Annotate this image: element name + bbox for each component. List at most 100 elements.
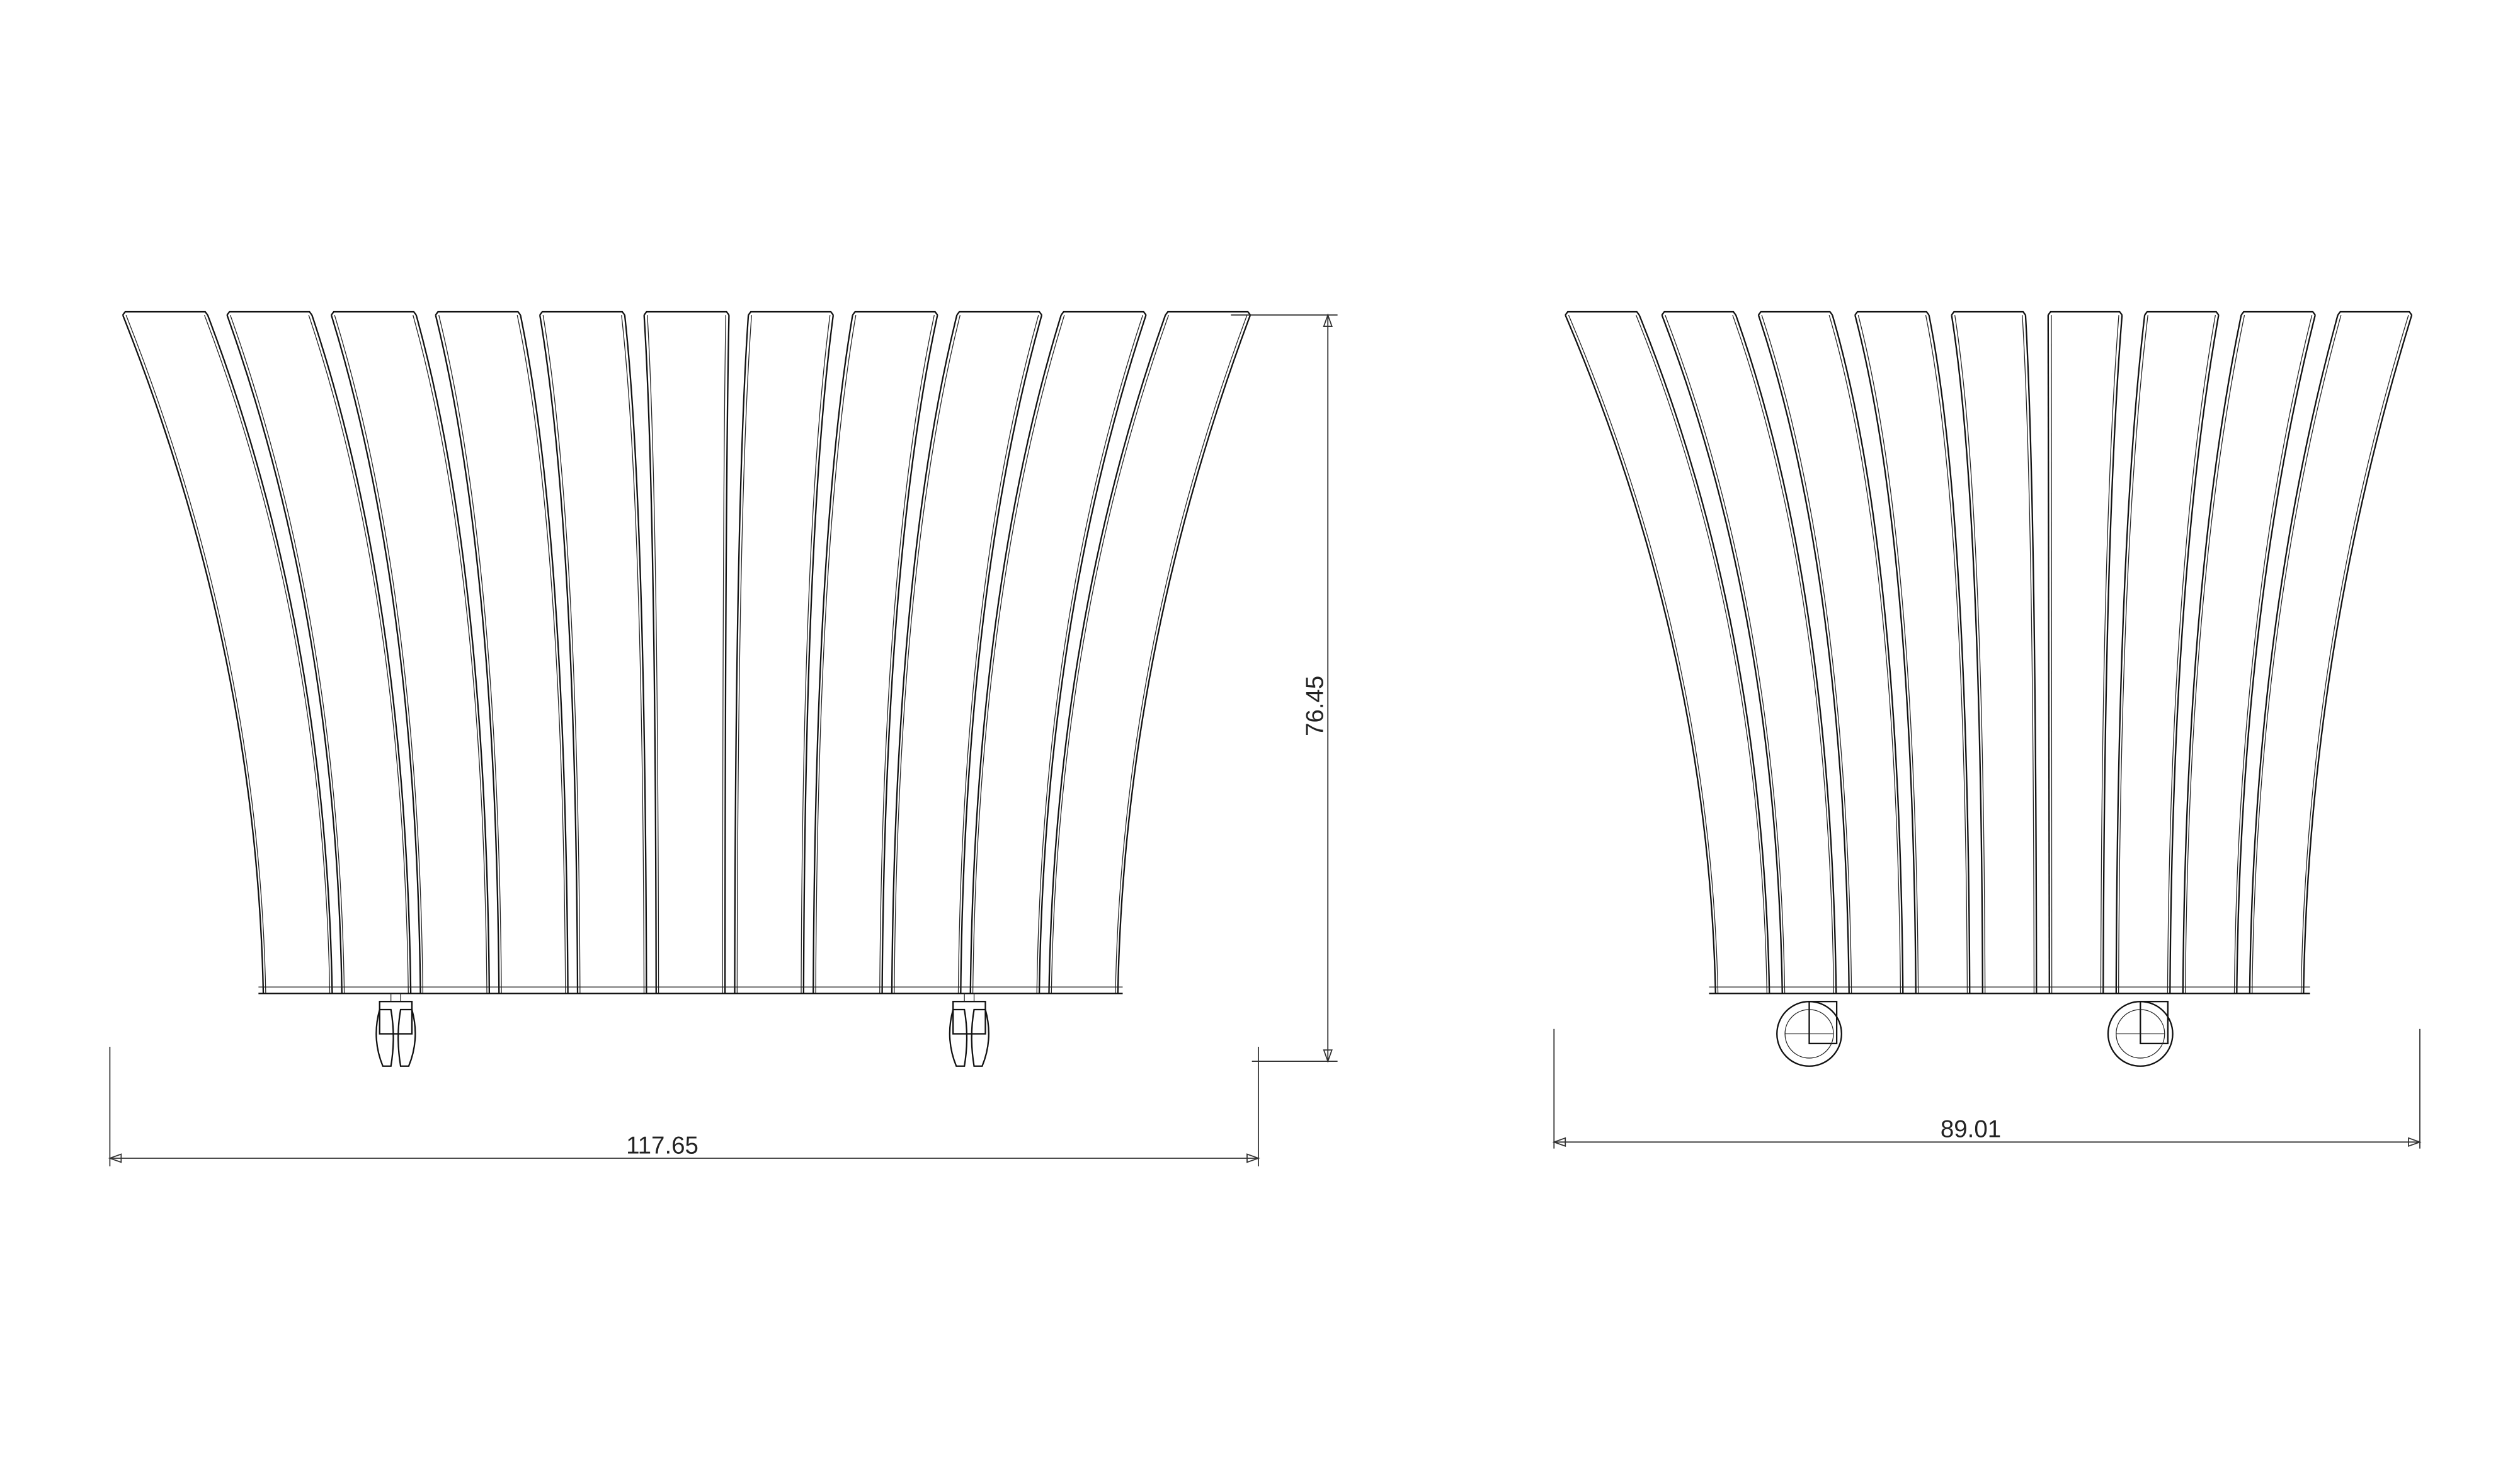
caster-mount xyxy=(1808,1001,1838,1045)
slat-right-edge xyxy=(1735,314,1837,994)
slat xyxy=(643,311,730,994)
height-label: 76.45 xyxy=(1302,676,1329,736)
caster-mount xyxy=(952,1001,986,1035)
slat xyxy=(539,311,647,994)
slat-inner-edge xyxy=(815,315,857,994)
slat-inner-edge xyxy=(2051,315,2053,994)
slat-top-cap xyxy=(956,311,1042,316)
slat-right-edge xyxy=(624,315,647,994)
slat-right-edge xyxy=(1117,314,1251,994)
slat xyxy=(1757,311,1904,994)
slat-left-edge xyxy=(1951,314,1983,994)
slat-top-cap xyxy=(331,311,417,316)
slat-left-edge xyxy=(2182,314,2242,994)
slat-top-cap xyxy=(2047,311,2123,316)
slat-inner-edge xyxy=(1635,314,1768,994)
slat-right-edge xyxy=(802,315,835,994)
slat-inner-edge xyxy=(229,314,345,994)
slat-inner-edge xyxy=(879,315,935,994)
slat xyxy=(812,311,938,994)
slat-left-edge xyxy=(330,314,421,994)
slat-inner-edge xyxy=(2022,315,2035,994)
caster-wheel xyxy=(949,1008,989,1067)
caster xyxy=(949,993,989,1067)
slat-inner-edge xyxy=(1857,315,1919,994)
slat-top-cap xyxy=(226,311,313,316)
slat-top-cap xyxy=(2144,311,2220,316)
slat-left-edge xyxy=(435,314,500,994)
slat-left-edge xyxy=(539,314,579,994)
slat-inner-edge xyxy=(801,315,831,994)
arrow-heads xyxy=(1323,313,1333,1063)
slat xyxy=(734,311,835,994)
slat-top-cap xyxy=(748,311,834,316)
slat-top-cap xyxy=(1060,311,1147,316)
slat-right-edge xyxy=(415,314,491,994)
slat xyxy=(2249,311,2413,994)
slat-left-edge xyxy=(1048,314,1166,994)
arrow-heads xyxy=(1552,1137,2422,1148)
slat-right-edge xyxy=(2102,315,2123,994)
slat-inner-edge xyxy=(736,315,752,994)
slat xyxy=(1951,311,2038,994)
slat-top-cap xyxy=(1951,311,2026,316)
caster-wheel xyxy=(2107,1001,2174,1067)
slat-top-cap xyxy=(1854,311,1930,316)
side-width-dimension: 89.01 xyxy=(1552,1028,2422,1149)
slat-left-edge xyxy=(969,314,1062,994)
slat xyxy=(891,311,1043,994)
slat-left-edge xyxy=(2047,315,2050,994)
slat-top-cap xyxy=(2337,311,2413,316)
slat-right-edge xyxy=(960,314,1043,994)
slat-right-edge xyxy=(311,314,412,994)
slat-left-edge xyxy=(891,314,958,994)
slat-top-cap xyxy=(435,311,522,316)
slat-top-cap xyxy=(539,311,625,316)
slat-inner-edge xyxy=(308,314,409,994)
slat-inner-edge xyxy=(413,314,487,994)
slat-right-edge xyxy=(207,314,333,994)
slat-inner-edge xyxy=(2233,315,2313,994)
front-view xyxy=(122,311,1251,1067)
slat-inner-edge xyxy=(1568,314,1719,994)
slat-inner-edge xyxy=(1115,314,1248,994)
slat-inner-edge xyxy=(894,315,961,994)
slat-inner-edge xyxy=(2252,314,2342,994)
slat-inner-edge xyxy=(125,314,266,994)
slat-inner-edge xyxy=(972,314,1065,994)
slat-top-cap xyxy=(1661,311,1736,316)
caster-mount xyxy=(379,1001,413,1035)
slat-top-cap xyxy=(1757,311,1833,316)
front-width-dimension: 117.65 xyxy=(108,1046,1260,1166)
slat-top-cap xyxy=(643,311,730,316)
slat-left-edge xyxy=(122,314,265,994)
slat-right-edge xyxy=(520,314,569,994)
slat-top-cap xyxy=(1165,311,1251,316)
slat-right-edge xyxy=(1038,314,1147,994)
arrow-heads xyxy=(108,1153,1260,1163)
slat-left-edge xyxy=(734,315,750,994)
slat-left-edge xyxy=(2249,314,2339,994)
slat-top-cap xyxy=(1565,311,1640,316)
slat-left-edge xyxy=(1757,314,1850,994)
slat-right-edge xyxy=(2303,314,2413,994)
slat-inner-edge xyxy=(621,315,645,994)
slat-inner-edge xyxy=(647,315,659,994)
caster xyxy=(375,993,416,1067)
slat-right-edge xyxy=(2236,314,2316,994)
slat-inner-edge xyxy=(1761,314,1852,994)
slat xyxy=(226,311,412,994)
slat-left-edge xyxy=(812,314,853,994)
slat-right-edge xyxy=(881,314,938,994)
slat-inner-edge xyxy=(1828,314,1901,994)
slat-inner-edge xyxy=(1732,314,1835,994)
slat-left-edge xyxy=(643,315,657,994)
slat-inner-edge xyxy=(1665,314,1786,994)
slat xyxy=(1565,311,1770,994)
slat-inner-edge xyxy=(1954,315,1986,994)
slat-inner-edge xyxy=(1051,314,1170,994)
slat-inner-edge xyxy=(2167,315,2216,994)
slat-top-cap xyxy=(852,311,938,316)
